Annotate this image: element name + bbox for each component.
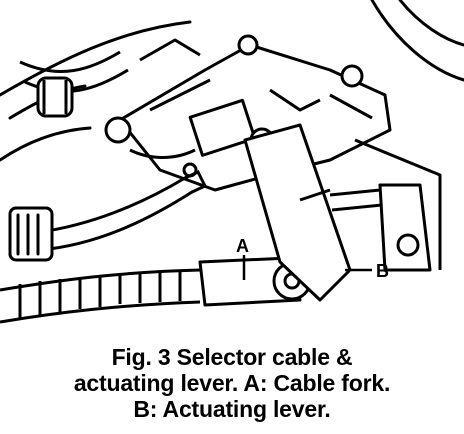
- caption-line-3: B: Actuating lever.: [133, 396, 331, 422]
- figure-caption: Fig. 3 Selector cable & actuating lever.…: [0, 344, 464, 422]
- callout-b-label: B: [376, 261, 389, 281]
- mounting-bracket: [329, 183, 432, 272]
- callout-a: A: [236, 236, 249, 280]
- coolant-hose: [19, 50, 129, 118]
- selector-cable: [8, 170, 208, 262]
- callout-a-label: A: [236, 236, 249, 256]
- callout-b: B: [345, 261, 389, 281]
- caption-line-1: Fig. 3 Selector cable &: [111, 344, 353, 370]
- actuating-lever: [243, 123, 352, 302]
- corrugated-hose: [0, 268, 201, 324]
- caption-line-2: actuating lever. A: Cable fork.: [73, 370, 391, 396]
- selector-cable-drawing: A B: [0, 0, 464, 324]
- selector-housing: [104, 34, 442, 270]
